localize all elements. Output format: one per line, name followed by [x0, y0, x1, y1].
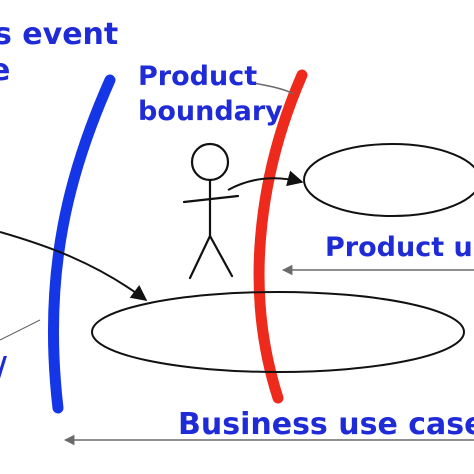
business-event-arrow: [0, 231, 148, 301]
business-use-case-label: Business use case: [178, 407, 474, 442]
business-boundary-line: [47, 74, 116, 414]
product-use-case-ellipse: [303, 143, 474, 217]
actor-right-leg: [208, 234, 234, 278]
left-leader-line: [0, 319, 41, 341]
actor-stick-figure: [182, 142, 240, 280]
fragment-bottom-left-label: /: [0, 351, 7, 386]
actor-left-leg: [188, 234, 212, 280]
actor-to-product-use-case-arrow: [227, 170, 304, 191]
product-use-case-label: Product use: [325, 232, 474, 263]
business-event-label: s event: [0, 17, 118, 52]
product-boundary-label-line2: boundary: [138, 96, 283, 127]
product-boundary-label-line1: Product: [138, 61, 257, 92]
product-boundary-line: [253, 69, 308, 404]
actor-arms: [182, 194, 240, 204]
business-use-case-ellipse: [91, 291, 465, 373]
fragment-top-left-label: e: [0, 53, 10, 88]
actor-head: [190, 142, 230, 182]
product-boundary-leader: [247, 81, 295, 95]
